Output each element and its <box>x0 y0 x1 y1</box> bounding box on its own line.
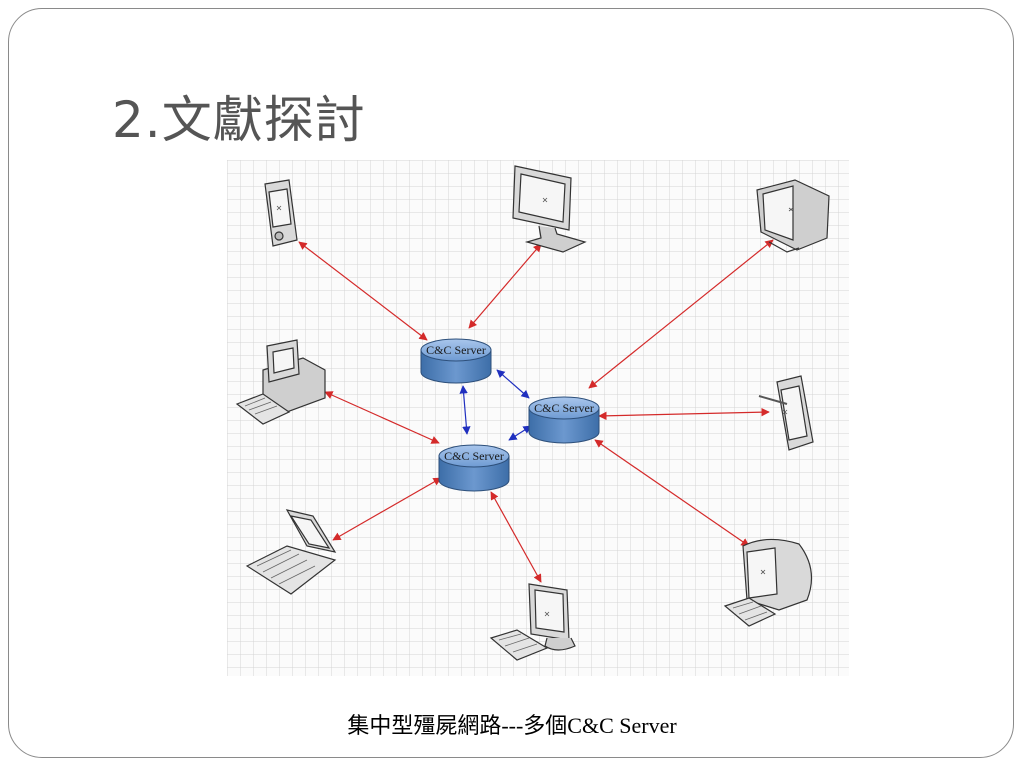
server-label: C&C Server <box>444 449 504 463</box>
server-2: C&C Server <box>528 396 600 444</box>
link-server1-server2 <box>496 369 530 399</box>
server-label: C&C Server <box>426 343 486 357</box>
link-monitor-server1 <box>468 243 542 329</box>
crt-monitor-icon <box>756 179 830 253</box>
link-tablet-server2 <box>598 407 770 421</box>
imac-keyboard-icon <box>723 538 813 627</box>
server-label: C&C Server <box>534 401 594 415</box>
tablet-pen-icon <box>758 375 814 451</box>
server-3: C&C Server <box>438 444 510 492</box>
botnet-diagram: C&C Server C&C Server C&C Server <box>227 160 849 676</box>
server-links <box>459 369 532 441</box>
link-pda-server1 <box>298 241 428 341</box>
desktop-computer-icon <box>235 339 326 425</box>
link-server1-server3 <box>459 385 471 435</box>
server-1: C&C Server <box>420 338 492 384</box>
link-imac-server2 <box>594 439 750 547</box>
link-crt-server2 <box>588 239 774 389</box>
link-server3-server2 <box>508 425 532 441</box>
device-links <box>298 239 774 583</box>
link-desktop-server3 <box>324 391 440 444</box>
link-laptop-server3 <box>332 477 442 541</box>
slide-title: 2.文獻探討 <box>112 91 366 149</box>
diagram-caption: 集中型殭屍網路---多個C&C Server <box>347 713 677 738</box>
lcd-monitor-keyboard-icon <box>489 583 576 661</box>
link-monitor-bottom-server3 <box>490 491 542 583</box>
flat-monitor-icon <box>512 165 587 253</box>
laptop-icon <box>245 509 337 595</box>
pda-icon <box>264 179 298 247</box>
